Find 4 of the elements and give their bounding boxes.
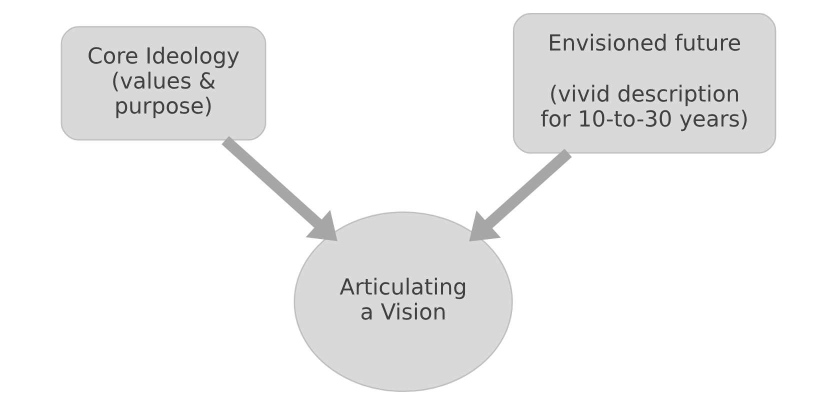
node-box: Envisioned future (vivid description for 10-to-30 years) xyxy=(512,12,776,154)
arrow xyxy=(468,148,572,242)
node-box: Core Ideology (values & purpose) xyxy=(60,26,266,140)
arrow xyxy=(221,136,337,242)
